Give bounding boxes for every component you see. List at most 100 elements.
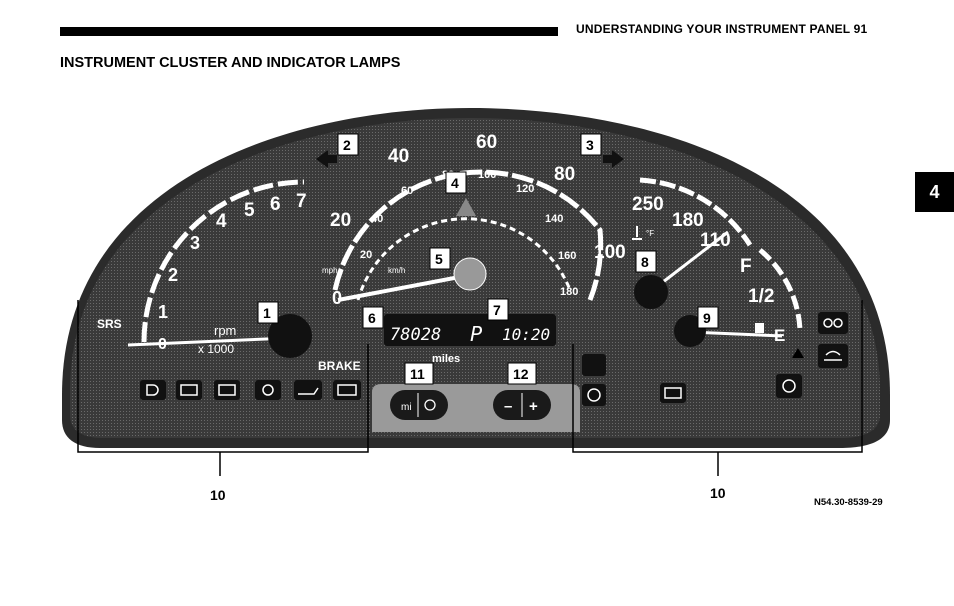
- svg-text:4: 4: [451, 175, 459, 191]
- speed-hub: [453, 257, 487, 291]
- display-unit: miles: [432, 353, 460, 365]
- callout-12: 12: [507, 362, 537, 385]
- lcd-display: [384, 314, 556, 346]
- speed-outer-scale: [332, 169, 604, 301]
- kmh-number: 60: [401, 185, 413, 197]
- odometer-value: 78028: [390, 325, 441, 345]
- turn-right-icon: [603, 150, 624, 168]
- mph-number: 60: [476, 132, 497, 153]
- speed-inner-scale: [356, 217, 572, 301]
- door-icon: [214, 380, 240, 400]
- temp-number: 250: [632, 194, 664, 215]
- temp-number: 180: [672, 210, 704, 231]
- kmh-number: 40: [371, 213, 383, 225]
- mph-number: 20: [330, 210, 351, 231]
- svg-text:5: 5: [435, 251, 443, 267]
- tach-multiplier: x 1000: [198, 342, 234, 356]
- tach-scale: [141, 179, 305, 343]
- tach-number: 5: [244, 200, 255, 221]
- svg-text:11: 11: [410, 366, 425, 382]
- kmh-number: 160: [558, 250, 576, 262]
- fuel-door-icon: [792, 348, 804, 358]
- fuel-label: 1/2: [748, 286, 774, 307]
- svg-text:6: 6: [368, 310, 376, 326]
- brake-pads-icon: [255, 380, 281, 400]
- coolant-icon: [632, 226, 642, 240]
- svg-text:9: 9: [703, 310, 711, 326]
- svg-text:1: 1: [263, 305, 271, 321]
- svg-text:2: 2: [343, 137, 351, 153]
- tach-number: 4: [216, 211, 227, 232]
- abs-icon: [582, 384, 606, 406]
- figure-code: N54.30-8539-29: [814, 497, 883, 508]
- kmh-unit: km/h: [388, 266, 405, 275]
- check-engine-icon: [660, 383, 686, 403]
- washer-icon: [818, 344, 848, 368]
- oil-icon: [294, 380, 322, 400]
- svg-text:8: 8: [641, 254, 649, 270]
- tach-number: 2: [168, 265, 178, 285]
- callout-10-right: 10: [710, 485, 726, 501]
- callout-6: 6: [362, 306, 384, 329]
- mph-number: 0: [332, 288, 342, 308]
- mph-number: 80: [554, 164, 575, 185]
- clock-value: 10:20: [502, 325, 550, 344]
- callout-7: 7: [487, 298, 509, 321]
- headlight-icon: [140, 380, 166, 400]
- gear-indicator: P: [470, 322, 483, 346]
- trip-button[interactable]: [390, 390, 448, 420]
- minus-button-label[interactable]: –: [504, 398, 512, 415]
- callout-4: 4: [445, 171, 467, 194]
- kmh-number: 20: [360, 249, 372, 261]
- kmh-number: 180: [560, 286, 578, 298]
- fuel-scale: [758, 248, 803, 331]
- callout-3: 3: [580, 133, 602, 156]
- tach-number: 7: [296, 191, 307, 212]
- chapter-tab: 4: [915, 172, 954, 212]
- mph-number: 100: [594, 242, 626, 263]
- temp-hub: [634, 275, 668, 309]
- section-title: INSTRUMENT CLUSTER AND INDICATOR LAMPS: [60, 55, 401, 71]
- tach-needle: [127, 336, 291, 347]
- warning-triangle-icon: [456, 198, 476, 216]
- tire-icon: [776, 374, 802, 398]
- fuel-label: F: [740, 256, 752, 277]
- mi-button-label[interactable]: mi: [401, 402, 412, 413]
- svg-text:7: 7: [493, 302, 501, 318]
- turn-left-icon: [316, 150, 337, 168]
- mph-unit: mph: [322, 266, 338, 275]
- mph-number: 40: [388, 146, 409, 167]
- callout-brackets: [77, 300, 863, 476]
- clock-icon[interactable]: [424, 399, 436, 411]
- plus-button-label[interactable]: +: [529, 398, 538, 415]
- callout-1: 1: [257, 301, 279, 324]
- svg-text:12: 12: [513, 366, 529, 382]
- brake-lamp: BRAKE: [318, 359, 361, 373]
- kmh-number: 140: [545, 213, 563, 225]
- callout-2: 2: [337, 133, 359, 156]
- fuel-pump-icon: [755, 323, 764, 333]
- callout-5: 5: [429, 247, 451, 270]
- callout-8: 8: [635, 250, 657, 273]
- kmh-number: 100: [478, 169, 496, 181]
- callout-11: 11: [404, 362, 434, 385]
- callout-9: 9: [697, 306, 719, 329]
- tach-number: 3: [190, 233, 200, 253]
- tach-hub: [268, 314, 312, 358]
- fog-light-icon: [818, 312, 848, 334]
- srs-lamp: SRS: [97, 317, 122, 331]
- temp-unit: °F: [646, 229, 654, 238]
- svg-text:3: 3: [586, 137, 594, 153]
- kmh-number: 120: [516, 183, 534, 195]
- tach-unit: rpm: [214, 323, 236, 338]
- tach-number: 6: [270, 194, 281, 215]
- running-header: UNDERSTANDING YOUR INSTRUMENT PANEL 91: [576, 22, 868, 36]
- seatbelt-icon: [582, 354, 606, 376]
- speed-needle: [337, 273, 471, 302]
- callout-10-left: 10: [210, 487, 226, 503]
- tach-number: 1: [158, 302, 168, 322]
- engine-lamp-icon: [333, 380, 361, 400]
- battery-icon: [176, 380, 202, 400]
- header-rule: [60, 27, 558, 36]
